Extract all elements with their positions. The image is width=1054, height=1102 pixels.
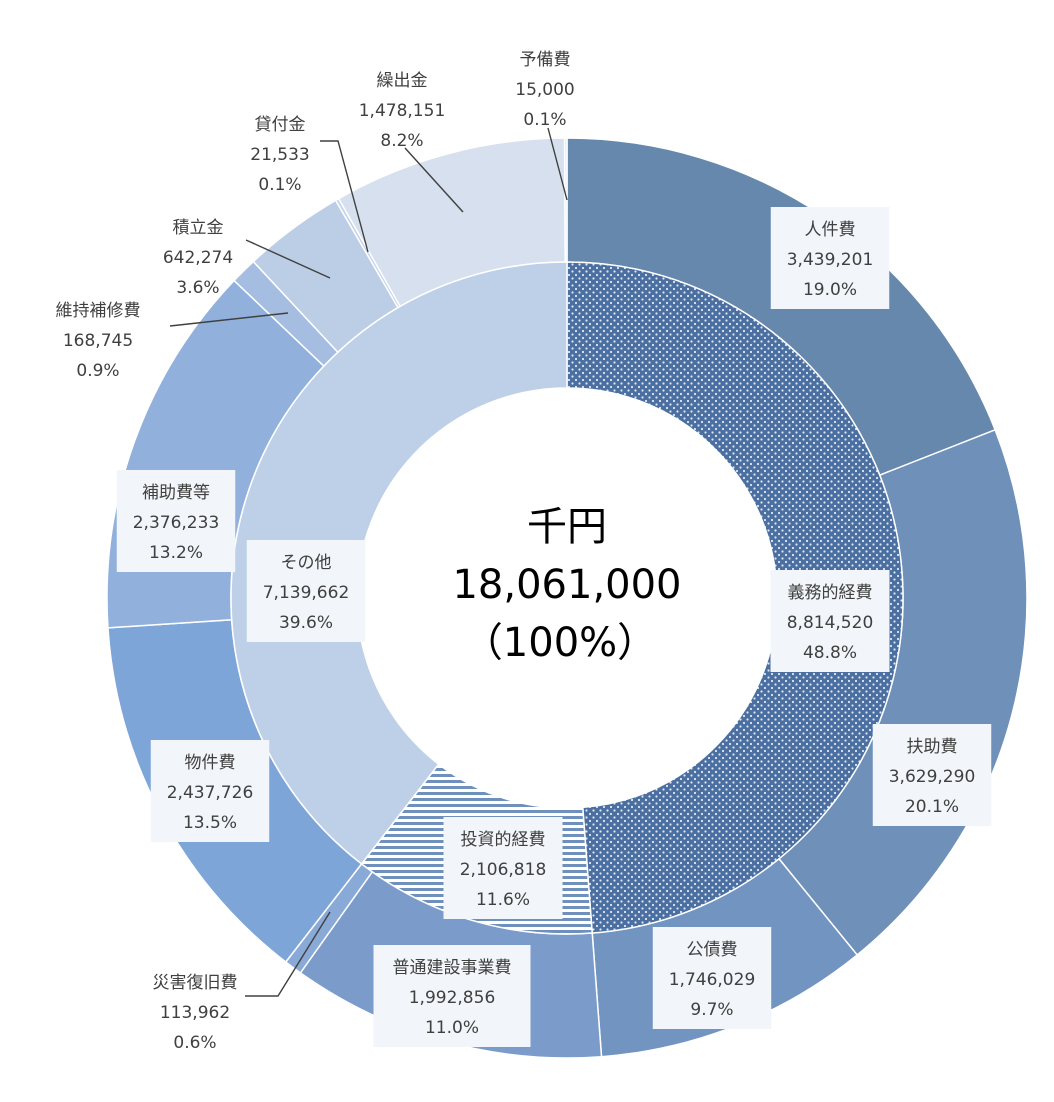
label-name: 積立金 xyxy=(173,218,224,238)
center-percent: （100%） xyxy=(463,620,657,666)
label-pct: 13.5% xyxy=(183,813,237,833)
outer-label-9: 貸付金 21,533 0.1% xyxy=(250,115,309,195)
leader-line xyxy=(245,911,331,997)
label-value: 2,376,233 xyxy=(133,513,220,533)
label-box xyxy=(116,470,236,572)
inner-label-0: 義務的経費 8,814,520 48.8% xyxy=(770,570,890,672)
label-pct: 48.8% xyxy=(803,643,857,663)
center-total: 18,061,000 xyxy=(452,562,681,608)
label-box xyxy=(443,817,563,919)
outer-label-11: 予備費 15,000 0.1% xyxy=(515,50,574,130)
leader-lines xyxy=(169,127,568,997)
label-name: 予備費 xyxy=(520,50,571,70)
label-box xyxy=(770,570,890,672)
outer-label-6: 補助費等 2,376,233 13.2% xyxy=(116,470,236,572)
label-value: 642,274 xyxy=(163,248,233,268)
label-pct: 0.1% xyxy=(258,175,301,195)
outer-label-10: 繰出金 1,478,151 8.2% xyxy=(359,71,446,151)
inner-slice-0 xyxy=(566,261,904,934)
label-value: 1,478,151 xyxy=(359,101,446,121)
inner-label-1: 投資的経費 2,106,818 11.6% xyxy=(443,817,563,919)
label-value: 1,746,029 xyxy=(669,970,756,990)
label-name: 災害復旧費 xyxy=(153,973,238,993)
outer-label-0: 人件費 3,439,201 19.0% xyxy=(770,207,890,309)
label-pct: 8.2% xyxy=(380,131,423,151)
label-name: 扶助費 xyxy=(907,737,958,757)
label-value: 1,992,856 xyxy=(409,988,496,1008)
label-value: 8,814,520 xyxy=(787,613,874,633)
label-value: 3,629,290 xyxy=(889,767,976,787)
label-box xyxy=(770,207,890,309)
outer-label-2: 公債費 1,746,029 9.7% xyxy=(652,927,772,1029)
label-name: 補助費等 xyxy=(142,483,210,503)
label-name: 人件費 xyxy=(805,220,856,240)
label-pct: 11.6% xyxy=(476,890,530,910)
outer-label-5: 物件費 2,437,726 13.5% xyxy=(150,740,270,842)
label-value: 168,745 xyxy=(63,331,133,351)
outer-label-7: 維持補修費 168,745 0.9% xyxy=(56,301,141,381)
label-pct: 39.6% xyxy=(279,613,333,633)
label-value: 113,962 xyxy=(160,1003,230,1023)
center-summary: 千円 18,061,000 （100%） xyxy=(452,504,681,666)
leader-line xyxy=(320,140,369,253)
label-box xyxy=(872,724,992,826)
segment-labels: 人件費 3,439,201 19.0% 扶助費 3,629,290 20.1% 公債費 1,7… xyxy=(56,50,992,1053)
leader-line xyxy=(404,147,464,213)
label-pct: 13.2% xyxy=(149,543,203,563)
label-value: 21,533 xyxy=(250,145,309,165)
label-pct: 3.6% xyxy=(176,278,219,298)
leader-line xyxy=(169,312,289,327)
outer-label-1: 扶助費 3,629,290 20.1% xyxy=(872,724,992,826)
label-value: 2,437,726 xyxy=(167,783,254,803)
label-name: 投資的経費 xyxy=(461,830,546,850)
label-box xyxy=(652,927,772,1029)
label-pct: 0.1% xyxy=(523,110,566,130)
label-name: 維持補修費 xyxy=(56,301,141,321)
outer-label-4: 災害復旧費 113,962 0.6% xyxy=(153,973,238,1053)
label-box xyxy=(150,740,270,842)
label-pct: 9.7% xyxy=(690,1000,733,1020)
label-pct: 20.1% xyxy=(905,797,959,817)
label-value: 2,106,818 xyxy=(460,860,547,880)
label-value: 3,439,201 xyxy=(787,250,874,270)
label-value: 7,139,662 xyxy=(263,583,350,603)
label-name: 公債費 xyxy=(687,940,738,960)
outer-label-8: 積立金 642,274 3.6% xyxy=(163,218,233,298)
label-pct: 0.9% xyxy=(76,361,119,381)
outer-label-3: 普通建設事業費 1,992,856 11.0% xyxy=(373,945,531,1047)
label-name: 物件費 xyxy=(185,753,236,773)
label-name: 貸付金 xyxy=(255,115,306,135)
leader-line xyxy=(547,127,568,201)
label-pct: 19.0% xyxy=(803,280,857,300)
label-pct: 11.0% xyxy=(425,1018,479,1038)
center-unit: 千円 xyxy=(527,504,607,550)
label-name: 普通建設事業費 xyxy=(393,958,512,978)
label-value: 15,000 xyxy=(515,80,574,100)
label-name: 義務的経費 xyxy=(788,583,873,603)
label-name: その他 xyxy=(281,553,332,573)
leader-line xyxy=(245,239,331,279)
label-box xyxy=(246,540,366,642)
label-name: 繰出金 xyxy=(377,71,428,91)
label-pct: 0.6% xyxy=(173,1033,216,1053)
inner-label-2: その他 7,139,662 39.6% xyxy=(246,540,366,642)
label-box xyxy=(373,945,531,1047)
